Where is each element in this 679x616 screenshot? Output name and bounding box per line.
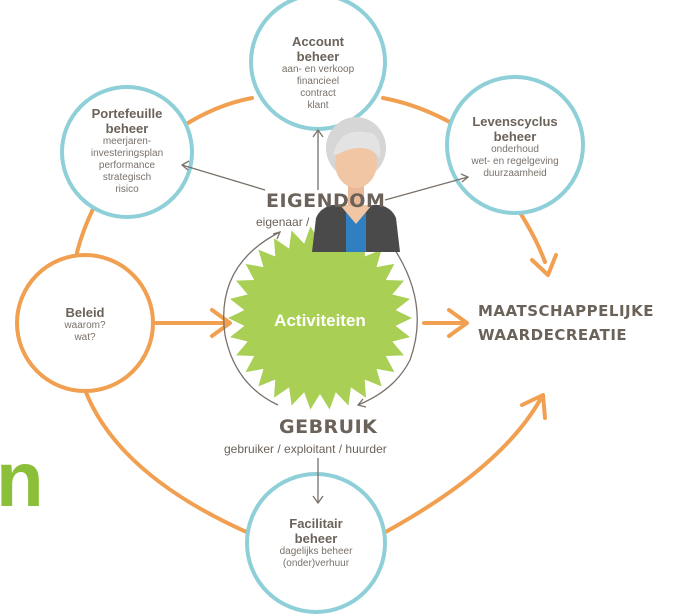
arrow-beleid-to-center-head [210,308,232,338]
connector-to-facilitair-head [312,495,324,505]
facilitair-title-2: beheer [294,531,338,546]
account-title-2: beheer [296,49,340,64]
cycle-arc-right-head [356,398,367,408]
beleid-line: waarom? [64,320,106,331]
cycle-arc-left [223,231,281,406]
ring-segment-top-right [381,96,457,127]
circle-facilitair [245,472,387,614]
outcome-line-2: WAARDECREATIE [478,326,628,344]
person-collar [340,205,372,224]
node-account: Account beheer aan- en verkoop financiee… [258,34,378,112]
portefeuille-line: meerjaren- [102,136,152,147]
person-shirt [346,212,366,252]
circle-portefeuille [60,85,194,219]
levenscyclus-line: wet- en regelgeving [471,156,559,167]
node-beleid: Beleid waarom? wat? [35,305,135,344]
account-line: aan- en verkoop [281,64,355,75]
circle-beleid [15,253,155,393]
arrowhead-right-upper [530,253,558,277]
facilitair-line: (onder)verhuur [282,558,350,569]
portefeuille-line: investeringsplan [90,148,164,159]
outer-ring [73,96,547,542]
portefeuille-line: performance [98,160,156,171]
node-facilitair: Facilitair beheer dagelijks beheer (onde… [256,516,376,570]
facilitair-title-1: Facilitair [289,516,343,531]
portefeuille-title-1: Portefeuille [91,106,163,121]
circle-levenscyclus [445,75,585,215]
node-circles [60,0,585,614]
portefeuille-line: risico [115,184,139,195]
ring-segment-left-lower [83,388,267,542]
portefeuille-title-2: beheer [105,121,149,136]
cycle-arc-left-head [272,230,282,240]
connector-to-portefeuille [181,164,266,191]
levenscyclus-title-2: beheer [493,129,537,144]
account-line: contract [300,88,336,99]
connector-to-portefeuille-head [180,160,190,171]
eigendom-sub: eigenaar / [256,215,310,229]
ring-arrowheads [520,253,558,420]
ring-segment-top-left [178,96,254,130]
cycle-arc-right [357,249,418,406]
arrowhead-right-lower [520,393,547,420]
portefeuille-line: strategisch [102,172,152,183]
connector-to-account-head [312,128,324,138]
ring-segment-right-lower [378,398,542,537]
person-hair-front [333,131,381,158]
connector-arrows [180,128,470,505]
activiteiten-starburst [228,226,412,410]
gebruik-sub: gebruiker / exploitant / huurder [224,442,387,456]
account-line: financieel [296,76,340,87]
beleid-line: wat? [74,332,96,343]
connector-to-levenscyclus [384,176,469,201]
levenscyclus-line: onderhoud [491,144,539,155]
account-line: klant [307,100,329,111]
green-letter-fragment: n [0,435,44,523]
flow-arrows [153,308,469,338]
node-portefeuille: Portefeuille beheer meerjaren- investeri… [67,106,187,196]
outcome-line-1: MAATSCHAPPELIJKE [478,302,655,320]
person-neck [348,186,364,206]
beleid-title: Beleid [65,305,105,320]
center-label: Activiteiten [274,311,366,330]
levenscyclus-line: duurzaamheid [483,168,547,179]
levenscyclus-title-1: Levenscyclus [472,114,558,129]
facilitair-line: dagelijks beheer [279,546,353,557]
account-title-1: Account [292,34,344,49]
connector-to-levenscyclus-head [460,173,470,183]
arrow-center-to-outcome-head [447,308,469,338]
person-icon [312,117,400,252]
cycle-arcs [223,230,418,408]
node-levenscyclus: Levenscyclus beheer onderhoud wet- en re… [455,114,575,180]
gebruik-label: GEBRUIK [279,416,378,438]
eigendom-label: EIGENDOM [266,190,386,212]
